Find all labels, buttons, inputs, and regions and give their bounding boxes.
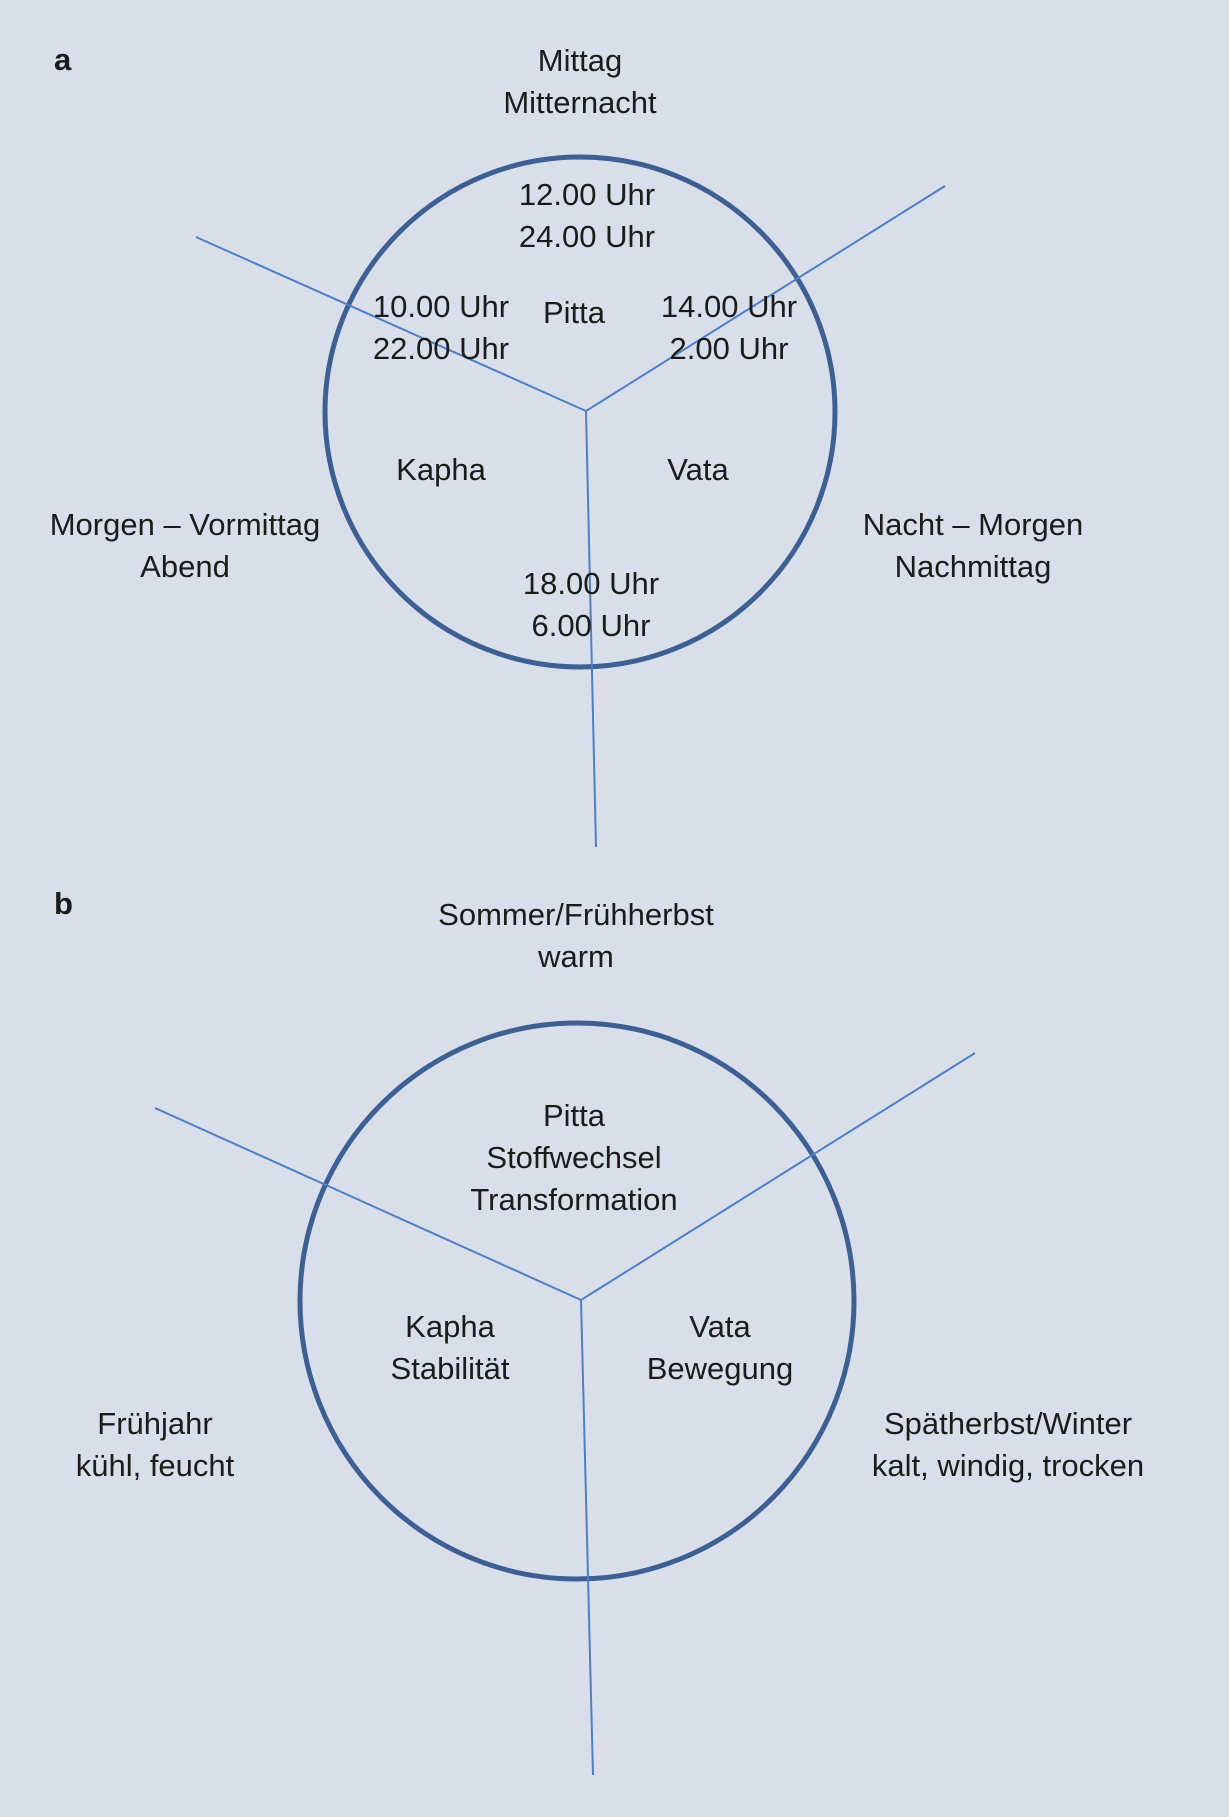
label-line: Nachmittag <box>894 549 1052 584</box>
panel-a-divider-left <box>195 236 587 412</box>
label-line: Spätherbst/Winter <box>883 1406 1133 1441</box>
panel-b-graphics <box>154 1020 976 1776</box>
panel-b-kapha-label: Kapha Stabilität <box>391 1306 510 1390</box>
panel-a-graphics <box>195 154 946 848</box>
label-line: Mitternacht <box>503 85 657 120</box>
label-line: kühl, feucht <box>75 1448 235 1483</box>
label-line: Mittag <box>537 43 623 78</box>
panel-b-pitta-label: Pitta Stoffwechsel Transformation <box>470 1095 677 1221</box>
label-line: Kapha <box>396 452 486 487</box>
panel-a-upper-left-time-label: 10.00 Uhr 22.00 Uhr <box>373 286 509 370</box>
label-line: Sommer/Frühherbst <box>438 897 714 932</box>
panel-a-circle <box>322 154 838 670</box>
label-line: 18.00 Uhr <box>522 566 660 601</box>
label-line: 14.00 Uhr <box>660 289 798 324</box>
label-line: 12.00 Uhr <box>518 177 656 212</box>
label-line: Morgen – Vormittag <box>49 507 321 542</box>
label-line: Pitta <box>542 1098 606 1133</box>
label-line: Bewegung <box>646 1351 794 1386</box>
panel-a-left-outer-label: Morgen – Vormittag Abend <box>50 504 321 588</box>
panel-b-right-outer-label: Spätherbst/Winter kalt, windig, trocken <box>872 1403 1144 1487</box>
label-line: Vata <box>689 1309 751 1344</box>
panel-b-vata-label: Vata Bewegung <box>647 1306 794 1390</box>
panel-a-vata-label: Vata <box>667 449 728 491</box>
panel-b-divider-left <box>154 1107 582 1301</box>
panel-a-upper-right-time-label: 14.00 Uhr 2.00 Uhr <box>661 286 797 370</box>
label-line: Vata <box>667 452 729 487</box>
panel-a-pitta-label: Pitta <box>543 292 605 334</box>
label-line: Frühjahr <box>97 1406 213 1441</box>
panel-b-letter: b <box>54 886 73 921</box>
panel-a-divider-right <box>585 185 946 412</box>
label-line: 24.00 Uhr <box>518 219 656 254</box>
panel-a-kapha-label: Kapha <box>396 449 486 491</box>
panel-b-top-outer-label: Sommer/Frühherbst warm <box>438 894 714 978</box>
panel-a-divider-bottom <box>585 410 597 848</box>
panel-a-bottom-time-label: 18.00 Uhr 6.00 Uhr <box>523 563 659 647</box>
panel-a-right-outer-label: Nacht – Morgen Nachmittag <box>863 504 1084 588</box>
label-line: Pitta <box>542 295 606 330</box>
label-line: Stabilität <box>390 1351 510 1386</box>
panel-a-top-outer-label: Mittag Mitternacht <box>503 40 656 124</box>
panel-b-divider-right <box>580 1052 976 1301</box>
panel-a-top-time-label: 12.00 Uhr 24.00 Uhr <box>519 174 655 258</box>
label-line: Kapha <box>405 1309 495 1344</box>
panel-b-left-outer-label: Frühjahr kühl, feucht <box>76 1403 235 1487</box>
label-line: warm <box>538 939 614 974</box>
label-line: kalt, windig, trocken <box>871 1448 1145 1483</box>
panel-a-letter: a <box>54 42 72 77</box>
label-line: 2.00 Uhr <box>669 331 789 366</box>
label-line: Abend <box>140 549 230 584</box>
label-line: 22.00 Uhr <box>372 331 510 366</box>
label-line: Transformation <box>470 1182 678 1217</box>
label-line: 10.00 Uhr <box>372 289 510 324</box>
label-line: Stoffwechsel <box>486 1140 662 1175</box>
label-line: Nacht – Morgen <box>862 507 1084 542</box>
panel-b-circle <box>297 1020 857 1582</box>
panel-b-divider-bottom <box>580 1299 594 1776</box>
label-line: 6.00 Uhr <box>531 608 651 643</box>
